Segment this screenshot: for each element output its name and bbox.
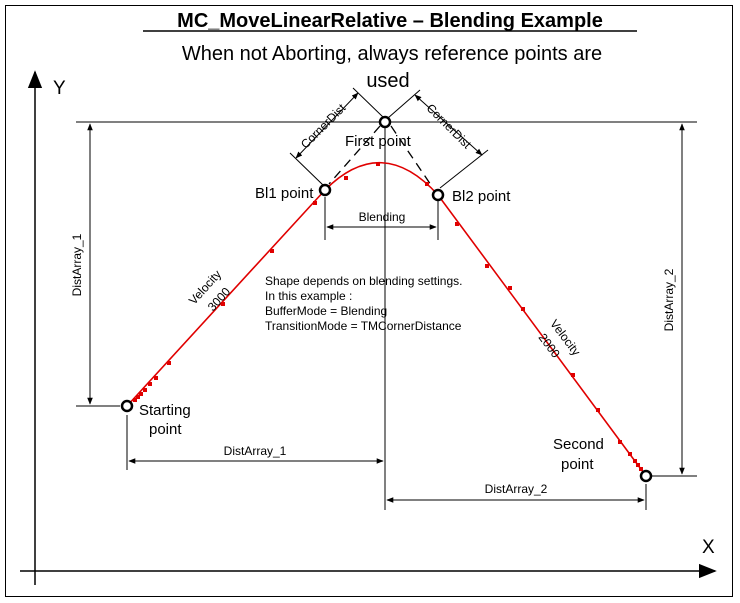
corner-dist-left-dimension	[295, 92, 359, 159]
note-line-3: BufferMode = Blending	[265, 304, 387, 318]
subtitle-line-2: used	[366, 70, 409, 92]
title: MC_MoveLinearRelative – Blending Example	[177, 10, 603, 32]
corner-left-ext-bottom	[289, 152, 324, 186]
bl2-point-marker	[431, 188, 445, 202]
bl1-point-marker	[318, 183, 332, 197]
x-axis-label: X	[702, 537, 715, 558]
bl1-point-label: Bl1 point	[255, 185, 314, 202]
dist-array-1-horizontal-label: DistArray_1	[224, 444, 287, 458]
dashed-line-left	[328, 125, 381, 185]
note-line-4: TransitionMode = TMCornerDistance	[265, 319, 462, 333]
path-sample-dots	[133, 162, 643, 471]
motion-path	[126, 161, 647, 477]
dist-array-2-horizontal-label: DistArray_2	[485, 482, 548, 496]
corner-right-ext-top	[387, 89, 421, 119]
second-point-label-line-2: point	[561, 456, 594, 473]
corner-dist-right-dimension	[414, 94, 483, 156]
first-point-label: First point	[345, 133, 412, 150]
bl2-point-label: Bl2 point	[452, 188, 511, 205]
corner-dist-right-label: CornerDist	[424, 101, 475, 152]
blending-label: Blending	[359, 210, 406, 224]
dist-array-1-vertical-label: DistArray_1	[70, 233, 84, 296]
starting-point-label-line-2: point	[149, 421, 182, 438]
note-line-1: Shape depends on blending settings.	[265, 274, 463, 288]
second-point-marker	[639, 469, 653, 483]
second-point-label-line-1: Second	[553, 436, 604, 453]
note-line-2: In this example :	[265, 289, 352, 303]
dist-array-2-vertical-label: DistArray_2	[662, 268, 676, 331]
first-point-marker	[378, 115, 392, 129]
starting-point-marker	[120, 399, 134, 413]
corner-left-ext-top	[352, 87, 385, 119]
corner-right-ext-bottom	[439, 149, 489, 189]
y-axis-label: Y	[53, 78, 66, 99]
subtitle-line-1: When not Aborting, always reference poin…	[182, 43, 602, 65]
dashed-line-right	[390, 125, 434, 189]
starting-point-label-line-1: Starting	[139, 402, 191, 419]
corner-dist-left-label: CornerDist	[298, 100, 349, 151]
